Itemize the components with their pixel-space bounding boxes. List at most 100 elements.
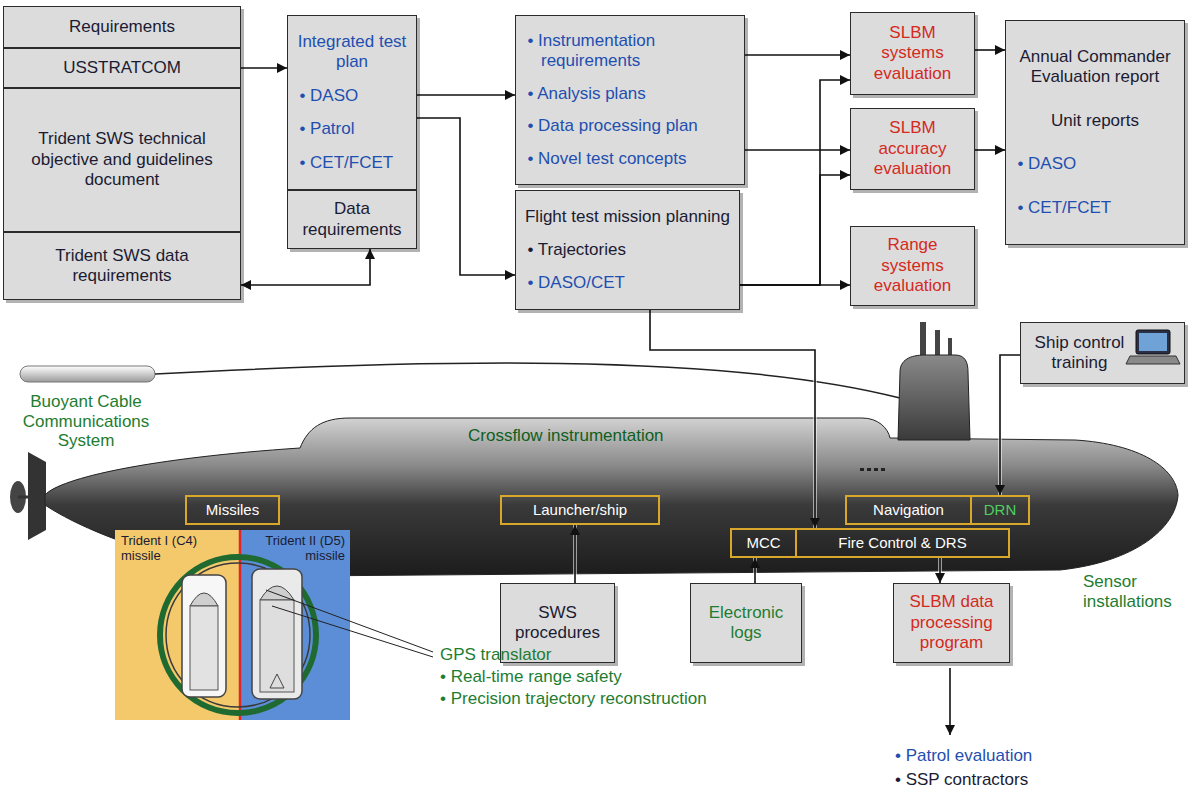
- annotation-label: Buoyant Cable Communications System: [6, 392, 166, 451]
- hatch: [860, 468, 864, 471]
- tube-marker: [270, 674, 284, 688]
- connector-halo: [740, 175, 850, 285]
- leader-line: [266, 590, 433, 652]
- hull-section: [160, 557, 316, 713]
- flow-arrow: [975, 49, 1005, 51]
- connector-halo: [938, 558, 942, 583]
- rudder-fin: [28, 452, 46, 540]
- process-box: Range systems evaluation: [850, 226, 975, 306]
- d5-missile-body: [260, 600, 294, 692]
- process-box: Annual Commander Evaluation reportUnit r…: [1005, 20, 1185, 245]
- flow-arrow: [745, 149, 850, 151]
- flow-arrow: [740, 175, 850, 285]
- flow-arrow: [740, 80, 850, 285]
- laptop-display: [1139, 333, 1167, 351]
- node-text: USSTRATCOM: [12, 58, 232, 78]
- node-text: Data requirements: [296, 199, 408, 240]
- node-text: Launcher/ship: [508, 501, 652, 519]
- d5-missile-tube: [252, 569, 302, 699]
- connector-halo: [417, 118, 515, 275]
- c4-missile-nose: [190, 593, 218, 606]
- hull-system-box: DRN: [970, 495, 1030, 525]
- node-text: Fire Control & DRS: [803, 534, 1002, 552]
- hull-system-box: Launcher/ship: [500, 495, 660, 525]
- c4-missile-body: [190, 606, 218, 690]
- connector-halo: [975, 48, 1005, 52]
- annotation-label: • Real-time range safety: [440, 667, 760, 687]
- node-text: • Novel test concepts: [524, 149, 736, 169]
- process-box: Trident SWS data requirements: [3, 232, 241, 300]
- process-box: SLBM systems evaluation: [850, 12, 975, 95]
- node-text: Trident SWS technical objective and guid…: [12, 129, 232, 190]
- connector-halo: [745, 148, 850, 152]
- node-text: Requirements: [12, 17, 232, 37]
- process-box: • Instrumentation requirements • Analysis…: [515, 15, 745, 185]
- hull-system-box: MCC: [730, 528, 797, 558]
- buoyant-antenna: [20, 366, 155, 382]
- node-text: Trident SWS data requirements: [12, 246, 232, 287]
- connector-halo: [975, 148, 1005, 152]
- node-text: SLBM data processing program: [902, 592, 1001, 653]
- node-text: • DASO/CET: [524, 273, 731, 293]
- node-text: Flight test mission planning: [524, 207, 731, 227]
- connector-halo: [417, 93, 515, 97]
- flow-arrow: [650, 310, 815, 528]
- node-text: • Patrol: [296, 119, 408, 139]
- node-text: • Trajectories: [524, 240, 731, 260]
- tube-section: [166, 563, 310, 707]
- hatch: [881, 468, 885, 471]
- flow-arrow: [417, 118, 515, 275]
- process-box: Requirements: [3, 6, 241, 48]
- node-text: • Instrumentation requirements: [524, 31, 736, 72]
- hatch: [867, 468, 871, 471]
- connector-halo: [740, 80, 850, 285]
- flow-arrow: [241, 67, 287, 69]
- annotation-label: Trident II (D5) missile: [245, 534, 345, 564]
- mast: [935, 330, 940, 358]
- node-text: SWS procedures: [509, 603, 606, 644]
- process-box: Flight test mission planning • Trajectori…: [515, 190, 740, 310]
- hull-system-box: Fire Control & DRS: [795, 528, 1010, 558]
- annotation-label: • Patrol evaluation: [895, 746, 1115, 766]
- mast: [920, 322, 926, 358]
- node-text: MCC: [738, 534, 789, 552]
- connector-halo: [650, 310, 815, 528]
- connector-halo: [753, 558, 757, 583]
- flow-arrow: [1000, 355, 1020, 495]
- annotation-label: Trident I (C4) missile: [121, 534, 221, 564]
- node-text: • Analysis plans: [524, 84, 736, 104]
- flow-arrow: [574, 525, 576, 583]
- annotation-label: • SSP contractors: [895, 770, 1115, 790]
- c4-missile-tube: [182, 575, 226, 697]
- node-text: • DASO: [1014, 154, 1176, 174]
- process-box: Electronic logs: [690, 583, 802, 663]
- process-box: USSTRATCOM: [3, 48, 241, 88]
- process-box: Ship control training: [1020, 322, 1185, 384]
- node-text: • CET/FCET: [296, 153, 408, 173]
- process-box: SLBM accuracy evaluation: [850, 108, 975, 190]
- annotation-label: Crossflow instrumentation: [468, 426, 748, 446]
- leader-line: [272, 606, 433, 657]
- flow-arrow: [939, 558, 941, 583]
- process-box: Trident SWS technical objective and guid…: [3, 88, 241, 232]
- connector-halo: [241, 66, 287, 70]
- hull-system-box: Navigation: [845, 495, 972, 525]
- node-text: Ship control training: [1029, 333, 1130, 374]
- laptop-screen: [1136, 330, 1170, 354]
- node-text: Navigation: [853, 501, 964, 519]
- flow-arrow: [417, 94, 515, 96]
- node-text: SLBM accuracy evaluation: [859, 118, 966, 179]
- node-text: Integrated test plan: [296, 32, 408, 73]
- hatch: [874, 468, 878, 471]
- connector-halo: [1000, 355, 1020, 495]
- connector-halo: [745, 53, 850, 57]
- flow-arrow: [745, 54, 850, 56]
- antenna-cable: [155, 363, 900, 398]
- connector-halo: [573, 525, 577, 583]
- laptop-base: [1126, 356, 1180, 364]
- node-text: Missiles: [193, 501, 272, 519]
- annotation-label: • Precision trajectory reconstruction: [440, 689, 770, 709]
- process-box: Integrated test plan• DASO• Patrol• CET/…: [287, 15, 417, 190]
- annotation-label: Sensor installations: [1083, 572, 1185, 611]
